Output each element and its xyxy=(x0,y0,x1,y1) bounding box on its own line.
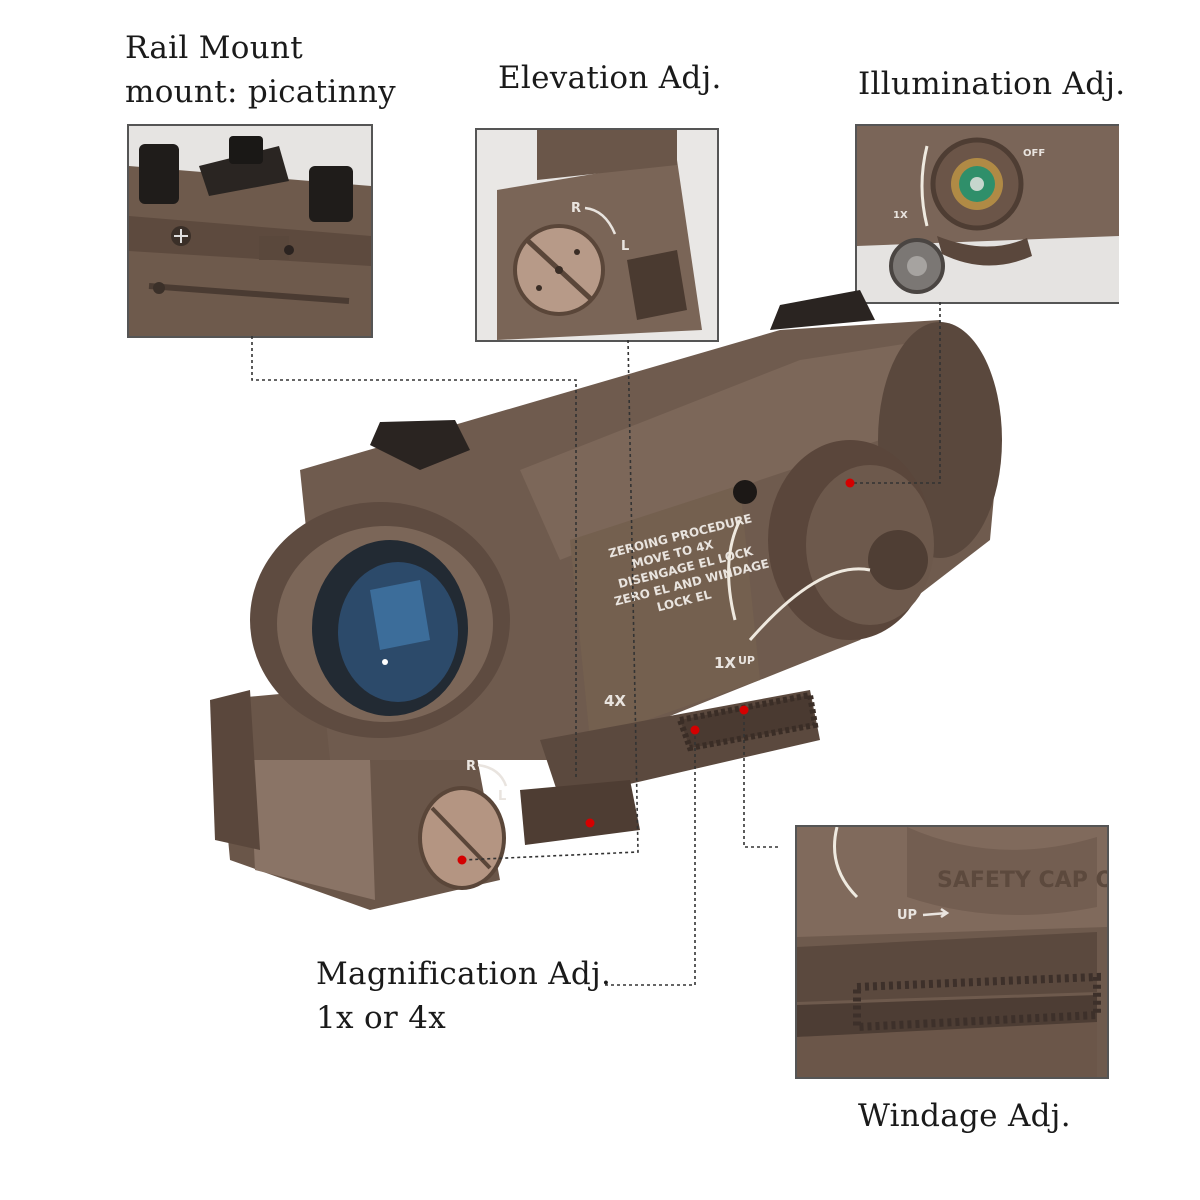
elevation-label: Elevation Adj. xyxy=(498,60,722,96)
mag-1x-mark: 1X xyxy=(714,654,736,672)
elevation-l-mark: L xyxy=(621,239,629,254)
windage-closeup-image: UP SAFETY CAP OPEN xyxy=(797,827,1107,1077)
magnification-leader xyxy=(605,730,696,986)
illumination-1x-mark: 1X xyxy=(893,210,908,221)
magnification-label: Magnification Adj. 1x or 4x xyxy=(316,952,611,1040)
illumination-leader xyxy=(850,302,941,484)
windage-inset: UP SAFETY CAP OPEN xyxy=(795,825,1109,1079)
rail-mount-leader xyxy=(251,336,577,780)
illumination-label: Illumination Adj. xyxy=(858,66,1126,102)
mag-4x-mark: 4X xyxy=(604,692,626,710)
rail-mount-label: Rail Mount mount: picatinny xyxy=(125,26,396,114)
rail-mount-marker xyxy=(585,818,595,828)
main-dial-r-mark: R xyxy=(466,759,476,774)
rail-mount-closeup-image xyxy=(129,126,371,336)
magnification-title: Magnification Adj. xyxy=(316,956,612,992)
elevation-marker xyxy=(457,855,467,865)
illumination-marker xyxy=(845,478,855,488)
magnification-options: 1x or 4x xyxy=(316,1000,447,1036)
elevation-closeup-image: R L xyxy=(477,130,717,340)
rail-mount-title: Rail Mount xyxy=(125,30,304,66)
up-mark: UP xyxy=(738,654,755,667)
elevation-r-mark: R xyxy=(571,201,581,216)
main-dial-l-mark: L xyxy=(498,789,506,804)
rail-mount-inset xyxy=(127,124,373,338)
windage-up-mark: UP xyxy=(897,908,917,923)
windage-cap-mark: SAFETY CAP OPEN xyxy=(937,868,1107,893)
windage-label: Windage Adj. xyxy=(858,1098,1071,1134)
illumination-inset: 1X OFF xyxy=(855,124,1119,304)
elevation-leader xyxy=(461,339,639,861)
magnification-marker xyxy=(690,725,700,735)
illumination-closeup-image: 1X OFF xyxy=(857,126,1119,302)
elevation-inset: R L xyxy=(475,128,719,342)
windage-marker xyxy=(739,705,749,715)
windage-leader xyxy=(743,710,778,848)
illumination-off-mark: OFF xyxy=(1023,148,1045,159)
rail-mount-subtitle: mount: picatinny xyxy=(125,74,396,110)
